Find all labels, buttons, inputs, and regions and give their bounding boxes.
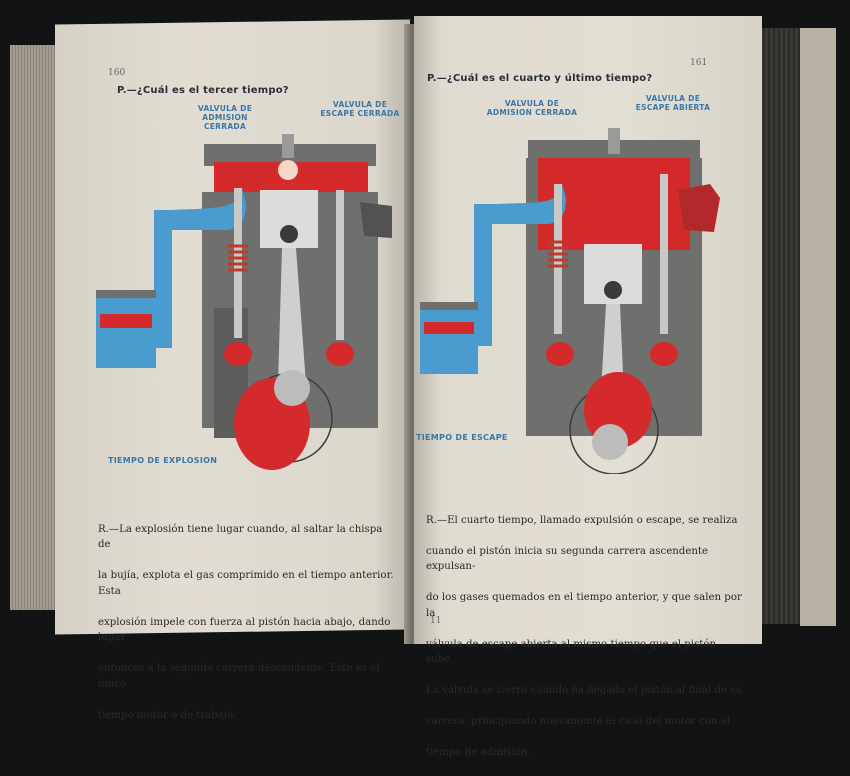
left-page-number: 160 xyxy=(108,68,126,78)
left-label-exhaust-line1: VALVULA DE xyxy=(332,100,388,109)
left-spark-plug xyxy=(282,134,294,158)
right-answer: R.—El cuarto tiempo, llamado expulsión o… xyxy=(426,497,746,776)
left-label-exhaust-line2: ESCAPE CERRADA xyxy=(320,109,400,118)
left-answer-line: la bujía, explota el gas comprimido en e… xyxy=(98,570,394,597)
left-label-intake-line1: VALVULA DE xyxy=(197,104,253,113)
right-exhaust-port xyxy=(678,184,720,232)
left-engine-diagram xyxy=(96,134,392,470)
left-answer-line: entonces a la segunda carrera descendent… xyxy=(98,663,380,690)
right-label-exhaust-line1: VALVULA DE xyxy=(645,94,701,103)
right-label-exhaust-line2: ESCAPE ABIERTA xyxy=(635,103,711,112)
left-answer-line: explosión impele con fuerza al pistón ha… xyxy=(98,616,391,644)
right-label-exhaust: VALVULA DE ESCAPE ABIERTA xyxy=(628,94,718,112)
book-page-edges-left xyxy=(10,45,62,610)
right-answer-line: tiempo de admisión. xyxy=(426,747,531,758)
right-label-intake: VALVULA DE ADMISION CERRADA xyxy=(484,99,580,117)
left-answer-line: tiempo motor o de trabajo. xyxy=(98,709,237,721)
right-question: P.—¿Cuál es el cuarto y último tiempo? xyxy=(427,73,653,84)
left-connecting-rod xyxy=(278,248,306,384)
right-answer-line: do los gases quemados en el tiempo anter… xyxy=(426,592,742,619)
open-book-photo: 160 P.—¿Cuál es el tercer tiempo? VALVUL… xyxy=(10,16,836,758)
right-answer-line: La válvula se cierra cuando ha llegado e… xyxy=(426,685,742,696)
right-answer-line: carrera, principiando nuevamente el cicl… xyxy=(426,716,730,727)
left-intake-pipe xyxy=(154,188,246,348)
left-answer: R.—La explosión tiene lugar cuando, al s… xyxy=(98,506,398,739)
right-intake-spring xyxy=(548,240,568,268)
right-caption: TIEMPO DE ESCAPE xyxy=(416,433,508,442)
left-float-bowl xyxy=(96,298,156,368)
left-label-intake: VALVULA DE ADMISION CERRADA xyxy=(180,104,270,131)
left-answer-line: R.—La explosión tiene lugar cuando, al s… xyxy=(98,523,383,551)
right-exhaust-valve xyxy=(660,174,668,334)
right-spark-plug xyxy=(608,128,620,154)
left-exhaust-port xyxy=(360,202,392,238)
left-exhaust-valve xyxy=(336,190,344,340)
left-spark-flash xyxy=(278,160,298,180)
left-label-exhaust: VALVULA DE ESCAPE CERRADA xyxy=(318,100,402,118)
right-engine-diagram xyxy=(420,128,720,474)
right-footer-mark: 11 xyxy=(430,616,442,626)
right-answer-line: R.—El cuarto tiempo, llamado expulsión o… xyxy=(426,514,738,526)
right-label-intake-line1: VALVULA DE xyxy=(504,99,560,108)
book-cover-right xyxy=(800,28,836,626)
right-label-intake-line2: ADMISION CERRADA xyxy=(486,108,578,117)
right-answer-line: válvula de escape abierta al mismo tiemp… xyxy=(426,638,717,666)
left-intake-spring xyxy=(228,244,248,272)
left-question: P.—¿Cuál es el tercer tiempo? xyxy=(117,85,289,96)
right-page-number: 161 xyxy=(690,58,708,68)
left-label-intake-line2: ADMISION CERRADA xyxy=(202,113,248,131)
right-answer-line: cuando el pistón inicia su segunda carre… xyxy=(426,545,709,573)
left-caption: TIEMPO DE EXPLOSION xyxy=(108,456,218,465)
right-float-bowl xyxy=(420,310,478,374)
